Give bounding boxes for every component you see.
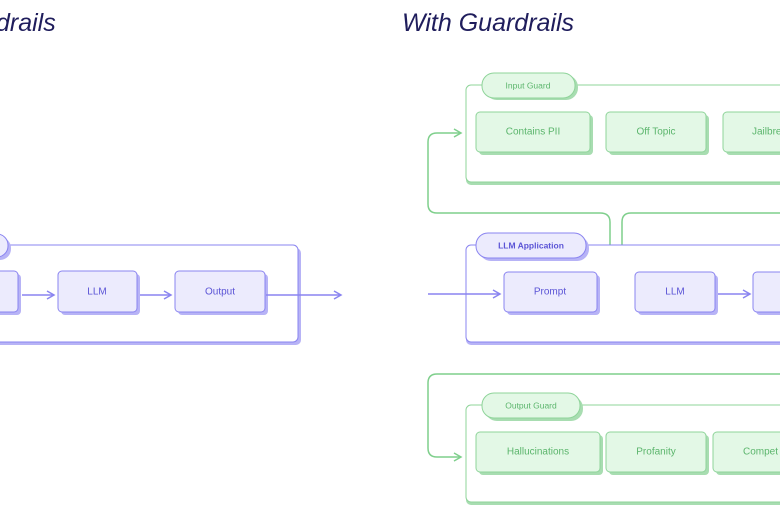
node-label: Prompt: [534, 287, 566, 298]
prompt-node: Prompt: [503, 271, 600, 315]
left-title: drails: [0, 9, 56, 37]
node-label: LLM: [87, 287, 106, 298]
right-title: With Guardrails: [402, 9, 574, 37]
left-llm-node: LLM: [57, 270, 140, 315]
check-off-topic: Off Topic: [605, 111, 709, 155]
check-contains-pii: Contains PII: [475, 111, 593, 155]
output-to-output-guard-connector: [427, 373, 780, 462]
check-label: Hallucinations: [507, 447, 569, 458]
check-label: Off Topic: [636, 127, 675, 138]
check-profanity: Profanity: [605, 431, 709, 475]
check-label: Contains PII: [506, 127, 560, 138]
check-label: Compet: [743, 447, 778, 458]
output-guard-label: Output Guard: [505, 400, 557, 410]
llm-application-label: LLM Application: [498, 240, 564, 250]
node-label: Output: [205, 287, 235, 298]
check-jailbreak: Jailbre: [722, 111, 780, 155]
input-guard-label: Input Guard: [506, 80, 551, 90]
output-node: [752, 271, 780, 315]
llm-node: LLM: [634, 271, 718, 315]
node-label: LLM: [665, 287, 684, 298]
check-label: Jailbre: [752, 127, 780, 138]
check-hallucinations: Hallucinations: [475, 431, 603, 475]
left-prompt-node: [0, 270, 21, 315]
check-label: Profanity: [636, 447, 675, 458]
left-output-node: Output: [174, 270, 268, 315]
check-competitor: Compet: [712, 431, 780, 475]
